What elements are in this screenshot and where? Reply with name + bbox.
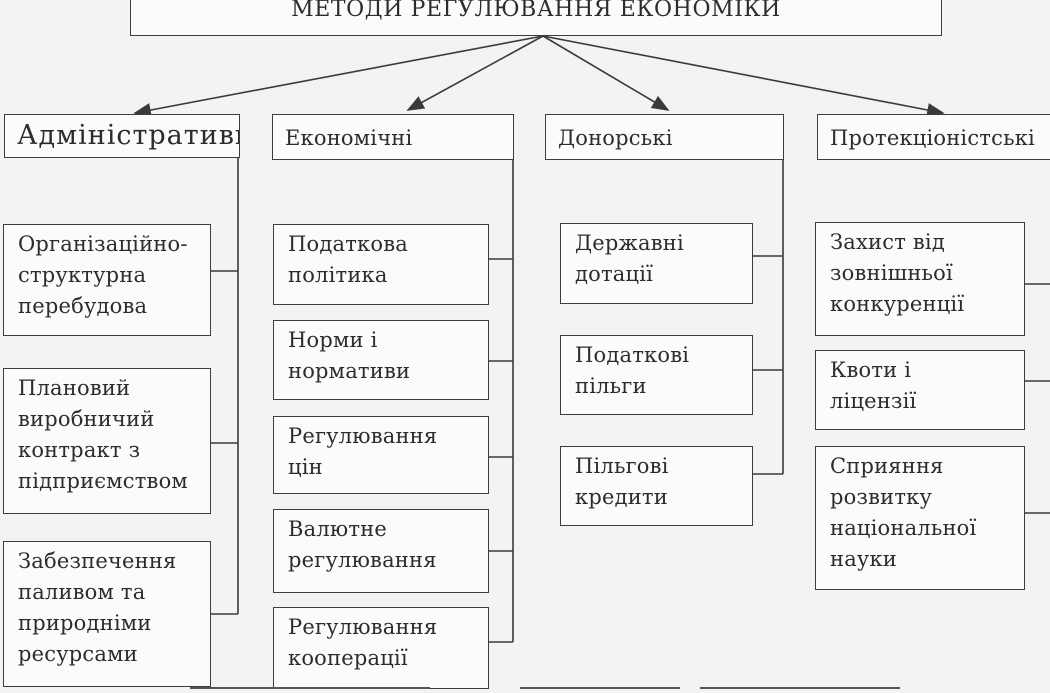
item-norms-and-standards: Норми і нормативи xyxy=(273,320,489,400)
header-economic: Економічні xyxy=(272,114,514,160)
arrow-to-donor xyxy=(542,35,670,111)
item-price-regulation: Регулювання цін xyxy=(273,416,489,494)
bottom-divider xyxy=(700,687,900,689)
item-quotas-and-licenses: Квоти і ліцензії xyxy=(815,350,1025,430)
arrow-to-economic xyxy=(406,35,544,111)
item-tax-benefits: Податкові пільги xyxy=(560,335,753,415)
item-preferential-credits: Пільгові кредити xyxy=(560,446,753,526)
item-organizational-restructuring: Організаційно- структурна перебудова xyxy=(3,224,211,336)
bottom-divider xyxy=(520,687,680,689)
item-tax-policy: Податкова політика xyxy=(273,224,489,305)
header-protectionist: Протекціоністські xyxy=(817,114,1050,160)
item-fuel-and-resources-supply: Забезпечення паливом та природніми ресур… xyxy=(3,541,211,687)
item-cooperation-regulation: Регулювання кооперації xyxy=(273,607,489,689)
item-national-science-support: Сприяння розвитку національної науки xyxy=(815,446,1025,590)
arrow-to-protectionist xyxy=(542,35,945,117)
arrow-to-administrative xyxy=(133,35,544,117)
diagram-title: МЕТОДИ РЕГУЛЮВАННЯ ЕКОНОМІКИ xyxy=(130,0,942,36)
item-planned-production-contract: Плановий виробничий контракт з підприємс… xyxy=(3,368,211,514)
item-protection-from-competition: Захист від зовнішньої конкуренції xyxy=(815,222,1025,336)
header-administrative: Адміністративн xyxy=(4,114,240,158)
header-donor: Донорські xyxy=(545,114,784,160)
item-currency-regulation: Валютне регулювання xyxy=(273,509,489,593)
item-state-subsidies: Державні дотації xyxy=(560,223,753,304)
bottom-divider xyxy=(190,687,430,689)
